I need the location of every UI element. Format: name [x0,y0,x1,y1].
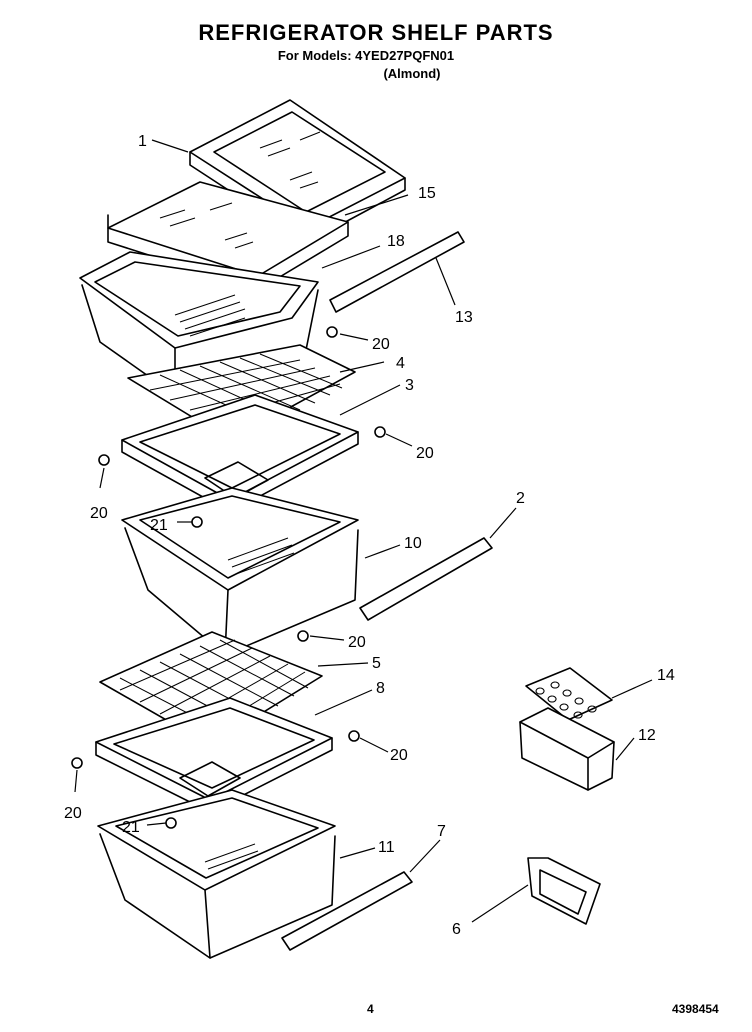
document-number: 4398454 [672,1002,719,1016]
part-11-crisper-pan [97,789,336,959]
part-2-trim-strip [359,537,493,621]
callout-20-c: 20 [90,505,108,522]
callout-13: 13 [455,309,473,326]
callout-4: 4 [396,355,405,372]
color-line: (Almond) [383,66,441,81]
callout-20-b: 20 [416,445,434,462]
leader-lines [74,139,653,923]
callout-2: 2 [516,490,525,507]
callout-18: 18 [387,233,405,250]
callout-numbers: 1 15 18 13 20 4 3 20 20 21 10 2 20 5 8 1… [64,133,675,938]
callout-14: 14 [657,667,675,684]
callout-5: 5 [372,655,381,672]
callout-11: 11 [378,839,395,856]
part-12-dairy-bin [519,707,615,791]
callout-6: 6 [452,921,461,938]
callout-8: 8 [376,680,385,697]
screws [71,326,386,829]
callout-20-f: 20 [64,805,82,822]
callout-20-d: 20 [348,634,366,651]
part-10-crisper-pan [121,487,359,656]
part-6-light-shield [527,857,601,925]
part-13-trim-strip [329,231,465,313]
part-14-egg-tray [525,667,613,721]
callout-1: 1 [138,133,147,150]
part-3-shelf-frame [121,394,359,513]
callout-21-a: 21 [150,517,168,534]
callout-3: 3 [405,377,414,394]
callout-7: 7 [437,823,446,840]
callout-21-b: 21 [122,819,140,836]
callout-10: 10 [404,535,422,552]
page-number: 4 [367,1002,374,1016]
callout-20-e: 20 [390,747,408,764]
callout-15: 15 [418,185,436,202]
part-7-trim-strip [281,871,413,951]
callout-20-a: 20 [372,336,390,353]
model-line: For Models: 4YED27PQFN01 [277,48,455,63]
callout-12: 12 [638,727,656,744]
page-title: REFRIGERATOR SHELF PARTS [198,20,554,45]
